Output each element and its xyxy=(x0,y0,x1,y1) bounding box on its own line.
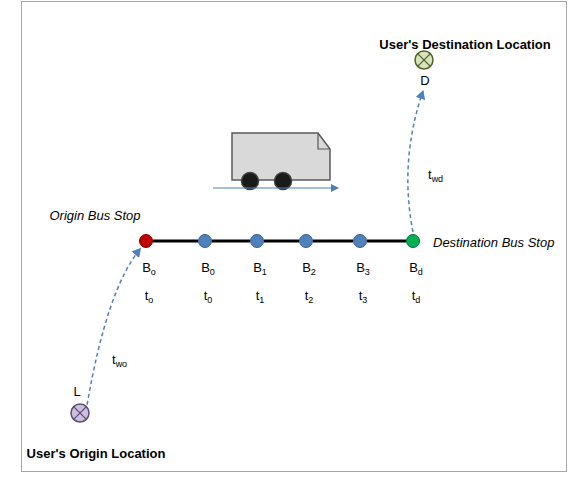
direction-arrow xyxy=(213,187,338,188)
location-letter: L xyxy=(73,384,80,399)
bus-stop-dot: B0t0 xyxy=(198,234,212,248)
origin-location-marker: LUser's Origin Location xyxy=(70,403,90,423)
stop-caption: Destination Bus Stop xyxy=(433,235,554,250)
walk-time-label: twd xyxy=(428,167,443,182)
frame xyxy=(22,2,567,472)
walk-time-label: two xyxy=(112,352,127,367)
stop-time: t3 xyxy=(359,288,368,303)
route-segment xyxy=(367,240,406,243)
location-caption: User's Origin Location xyxy=(27,446,166,461)
bus-stop-dot: B3t3 xyxy=(353,234,367,248)
location-caption: User's Destination Location xyxy=(379,37,550,52)
bus-stop-dot: B1t1 xyxy=(250,234,264,248)
bus-icon xyxy=(232,133,330,190)
stop-name: B0 xyxy=(201,260,215,275)
origin-stop-dot: Origin Bus StopBoto xyxy=(139,234,153,248)
stop-name: Bo xyxy=(142,260,156,275)
destination-location-marker: DUser's Destination Location xyxy=(414,50,434,70)
stop-name: B3 xyxy=(356,260,370,275)
route-segment xyxy=(153,240,198,243)
stop-name: Bd xyxy=(409,260,423,275)
destination-stop-dot: Destination Bus StopBdtd xyxy=(406,234,420,248)
location-letter: D xyxy=(420,73,429,88)
stop-name: B1 xyxy=(253,260,267,275)
stop-time: t1 xyxy=(256,288,265,303)
route-segment xyxy=(264,240,299,243)
crossed-circle xyxy=(414,50,434,70)
bus-stop-dot: B2t2 xyxy=(299,234,313,248)
route-segment xyxy=(212,240,250,243)
walk-arrow xyxy=(87,249,140,405)
stop-caption: Origin Bus Stop xyxy=(49,208,140,223)
stop-time: t2 xyxy=(305,288,314,303)
stop-name: B2 xyxy=(302,260,316,275)
stop-time: t0 xyxy=(204,288,213,303)
route-segment xyxy=(313,240,353,243)
stop-time: to xyxy=(145,288,154,303)
crossed-circle xyxy=(70,403,90,423)
walk-arrow xyxy=(408,91,423,232)
stop-time: td xyxy=(412,288,421,303)
